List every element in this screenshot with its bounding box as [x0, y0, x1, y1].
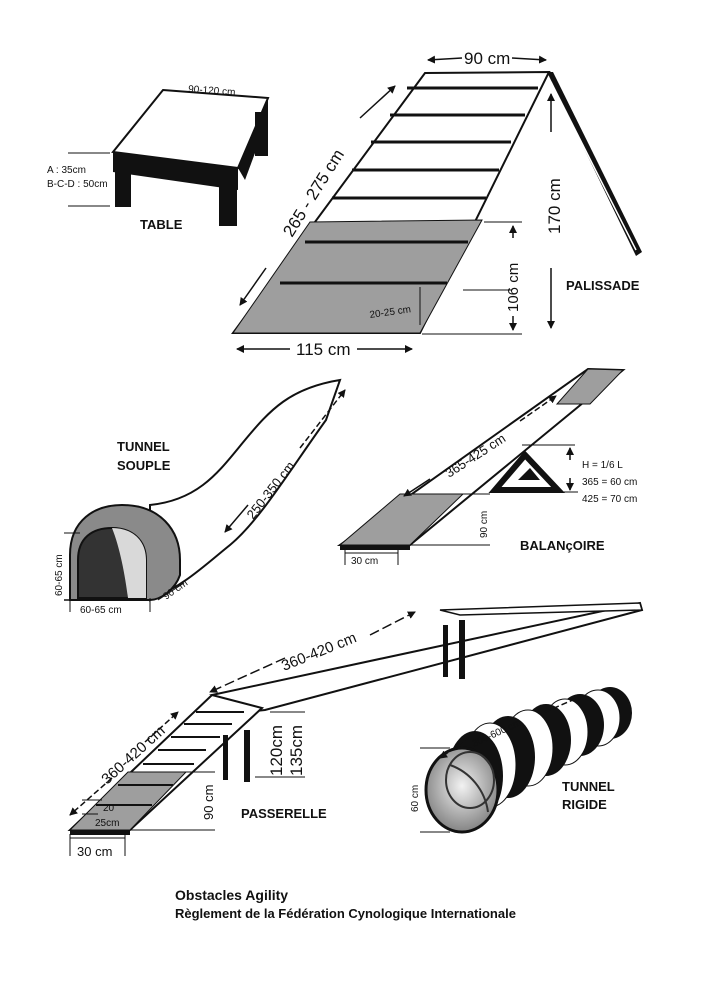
balancoire-rule-365-label: 365 = 60 cm [582, 477, 637, 488]
tunnel-souple-name-line2: SOUPLE [117, 458, 171, 473]
caption-subtitle: Règlement de la Fédération Cynologique I… [175, 906, 516, 921]
palissade-zone-height-label: 106 cm [505, 263, 522, 312]
dim-arrow [359, 85, 396, 119]
passerelle-slat-25-label: 25cm [95, 818, 119, 829]
dim-arrow [511, 55, 547, 64]
tunnel-souple-width-label: 60-65 cm [80, 605, 122, 616]
palissade-height-label: 170 cm [545, 178, 564, 234]
palissade-obstacle [231, 55, 642, 353]
passerelle-support [244, 730, 250, 782]
table-leg [255, 112, 268, 156]
tunnel-rigide-inner [445, 751, 495, 809]
dim-arrow [144, 711, 179, 743]
table-height-bcd-label: B-C-D : 50cm [47, 179, 108, 190]
table-leg [219, 178, 237, 226]
palissade-top-width-label: 90 cm [464, 49, 510, 68]
caption-title: Obstacles Agility [175, 887, 289, 903]
tunnel-souple-name-line1: TUNNEL [117, 439, 170, 454]
palissade-back-leg [547, 72, 642, 256]
passerelle-support [443, 625, 448, 677]
dim-arrow [239, 267, 267, 306]
passerelle-contact-zone [68, 771, 188, 831]
palissade-back-leg-inner [550, 81, 637, 251]
tunnel-rigide-name-line2: RIGIDE [562, 797, 607, 812]
tunnel-rigide-inner-line [449, 764, 489, 813]
passerelle-plank-edge [70, 830, 130, 835]
balancoire-pivot [488, 450, 565, 493]
dim-arrow [439, 736, 471, 759]
dim-arrow [427, 55, 463, 64]
dim-arrow [369, 611, 416, 636]
balancoire-pivot-inner [518, 468, 540, 480]
balancoire-zone-label: 90 cm [479, 511, 490, 538]
passerelle-up-ramp [439, 602, 643, 616]
table-height-a-label: A : 35cm [47, 165, 86, 176]
tunnel-souple-chute [149, 378, 342, 602]
balancoire-obstacle [336, 367, 626, 565]
passerelle-obstacle [67, 601, 644, 856]
passerelle-zone-label: 90 cm [201, 785, 216, 820]
tunnel-rigide-name-line1: TUNNEL [562, 779, 615, 794]
tunnel-rigide-diameter-label: 60 cm [410, 785, 421, 812]
passerelle-name: PASSERELLE [241, 806, 327, 821]
balancoire-contact-zone-low [338, 493, 465, 546]
dim-arrow [403, 478, 431, 497]
table-obstacle [68, 88, 270, 226]
passerelle-slat-20-label: 20 [103, 803, 115, 814]
dim-arrow [544, 695, 583, 713]
passerelle-width-label: 30 cm [77, 844, 112, 859]
balancoire-width-label: 30 cm [351, 556, 378, 567]
palissade-name: PALISSADE [566, 278, 640, 293]
balancoire-contact-zone-high [555, 368, 625, 405]
balancoire-rule-h-label: H = 1/6 L [582, 460, 623, 471]
balancoire-name: BALANçOIRE [520, 538, 605, 553]
balancoire-rule-425-label: 425 = 70 cm [582, 494, 637, 505]
balancoire-plank-edge [340, 545, 410, 550]
table-front-apron [113, 152, 238, 190]
passerelle-height-min-label: 120cm [267, 725, 286, 776]
dim-arrow [69, 777, 113, 816]
dim-arrow [224, 504, 249, 533]
passerelle-support [223, 735, 228, 780]
dim-arrow [519, 395, 557, 422]
tunnel-rigide-obstacle [420, 687, 632, 834]
table-width-label: 90-120 cm [188, 84, 236, 98]
tunnel-souple-inner-shade [112, 528, 146, 598]
table-leg [115, 165, 131, 207]
dim-arrow [299, 389, 346, 449]
passerelle-height-max-label: 135cm [287, 725, 306, 776]
tunnel-rigide-mouth [424, 746, 500, 834]
tunnel-souple-height-label: 60-65 cm [54, 554, 65, 596]
passerelle-support [459, 620, 465, 679]
palissade-base-width-label: 115 cm [296, 340, 351, 359]
tunnel-souple-obstacle [64, 378, 346, 612]
palissade-contact-zone [232, 219, 483, 334]
dim-line [157, 582, 185, 601]
table-name: TABLE [140, 217, 183, 232]
